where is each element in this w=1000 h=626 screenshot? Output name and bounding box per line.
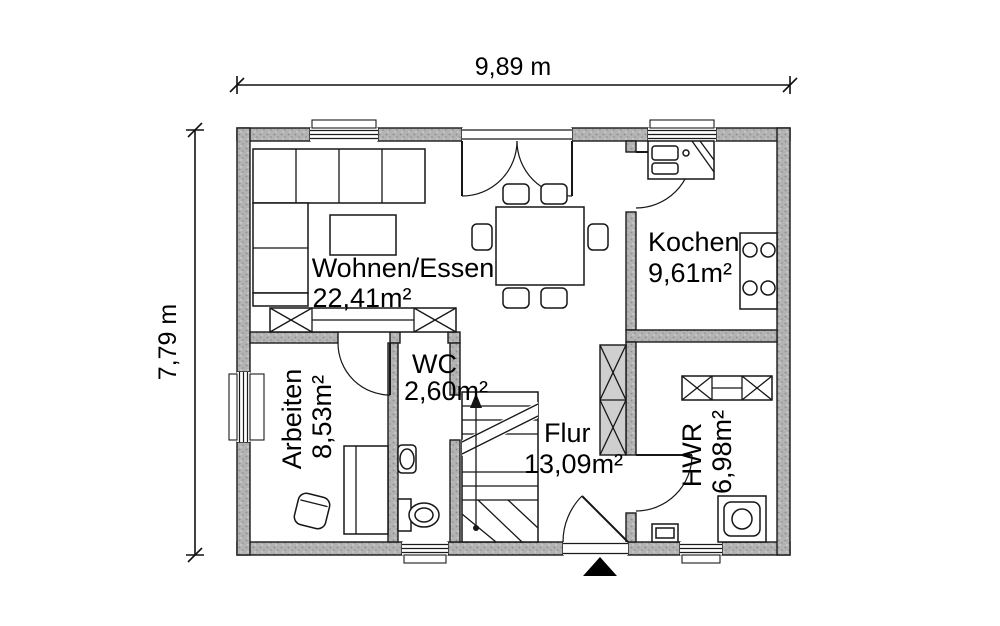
window-hwr	[680, 542, 722, 564]
room-label-flur: Flur	[544, 418, 591, 448]
window-living	[310, 119, 378, 141]
room-area-wc: 2,60m²	[404, 376, 488, 406]
hwr-door	[635, 454, 693, 512]
stair-direction-arrow	[470, 393, 482, 408]
floor-drain	[651, 523, 679, 543]
washing-machine	[717, 495, 767, 543]
room-area-arbeiten: 8,53m²	[307, 375, 337, 459]
room-area-flur: 13,09m²	[524, 449, 623, 479]
exterior-walls	[236, 127, 791, 556]
dimension-top-label: 9,89 m	[475, 53, 551, 81]
cooktop	[739, 232, 778, 310]
entrance-arrow	[583, 557, 617, 576]
window-kitchen	[648, 119, 716, 141]
room-label-hwr: HWR	[677, 423, 707, 487]
room-label-kochen: Kochen	[648, 227, 740, 257]
sideboard	[269, 307, 457, 333]
kitchen-sink-counter	[647, 140, 715, 180]
staircase	[461, 391, 539, 543]
room-labels: Wohnen/Essen 22,41m² Kochen 9,61m² WC 2,…	[277, 227, 740, 494]
room-label-arbeiten: Arbeiten	[277, 369, 307, 470]
dining-set	[471, 183, 609, 309]
entrance-door	[562, 495, 629, 555]
window-wc	[402, 542, 448, 564]
hwr-cabinet	[681, 375, 773, 401]
room-label-wohnen: Wohnen/Essen	[312, 253, 495, 283]
dimension-top: 9,89 m	[229, 53, 798, 94]
dimension-left-label: 7,79 m	[154, 304, 182, 380]
interior-walls	[249, 140, 778, 543]
office-door	[337, 342, 391, 396]
wc-sink	[397, 444, 417, 474]
room-area-kochen: 9,61m²	[648, 258, 732, 288]
terrace-double-door	[461, 128, 573, 197]
sofa	[252, 148, 426, 307]
room-area-hwr: 6,98m²	[707, 410, 737, 494]
desk-chair	[293, 492, 331, 530]
installation-shaft	[599, 344, 627, 456]
desk	[343, 445, 389, 535]
window-office	[228, 372, 265, 442]
coffee-table	[329, 214, 397, 256]
room-area-wohnen: 22,41m²	[312, 283, 411, 313]
room-label-wc: WC	[412, 349, 457, 379]
toilet	[397, 498, 440, 532]
dimension-left: 7,79 m	[154, 122, 204, 563]
